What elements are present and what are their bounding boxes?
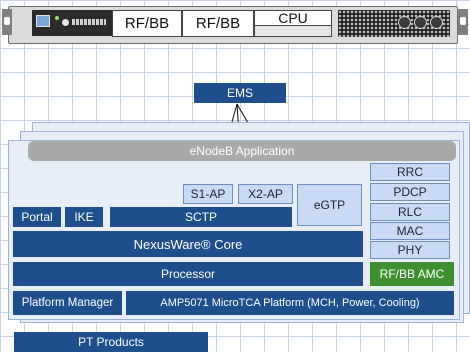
rfbb-slot-2: RF/BB <box>182 10 254 37</box>
rlc-box: RLC <box>370 203 450 221</box>
fan-icon <box>414 16 427 29</box>
processor-box: Processor <box>13 262 363 286</box>
fan-icon <box>398 16 411 29</box>
ems-box: EMS <box>194 83 286 103</box>
enodeb-application: eNodeB Application <box>28 141 456 161</box>
status-led-icon <box>55 16 59 20</box>
mac-box: MAC <box>370 222 450 240</box>
ethernet-port-icon <box>36 15 50 27</box>
amp5071-platform-box: AMP5071 MicroTCA Platform (MCH, Power, C… <box>126 291 454 315</box>
fan-icon <box>430 16 443 29</box>
egtp-box: eGTP <box>297 184 362 226</box>
platform-manager-box: Platform Manager <box>13 291 122 315</box>
sctp-box: SCTP <box>110 207 292 227</box>
rfbb-slot-1: RF/BB <box>112 10 182 37</box>
nexusware-core: NexusWare® Core <box>13 231 363 257</box>
s1ap-box: S1-AP <box>183 184 233 204</box>
pdcp-box: PDCP <box>370 183 450 201</box>
ike-box: IKE <box>65 207 103 227</box>
x2ap-box: X2-AP <box>238 184 293 204</box>
portal-box: Portal <box>13 207 61 227</box>
cpu-board <box>254 25 332 37</box>
vendor-logo <box>62 17 108 27</box>
cpu-slot-label: CPU <box>254 10 332 26</box>
rack-ear-right <box>458 9 468 35</box>
rfbb-amc-box: RF/BB AMC <box>370 262 454 286</box>
phy-box: PHY <box>370 241 450 259</box>
rrc-box: RRC <box>370 163 450 181</box>
pt-products-legend: PT Products <box>14 332 208 352</box>
rack-ear-left <box>2 9 12 35</box>
